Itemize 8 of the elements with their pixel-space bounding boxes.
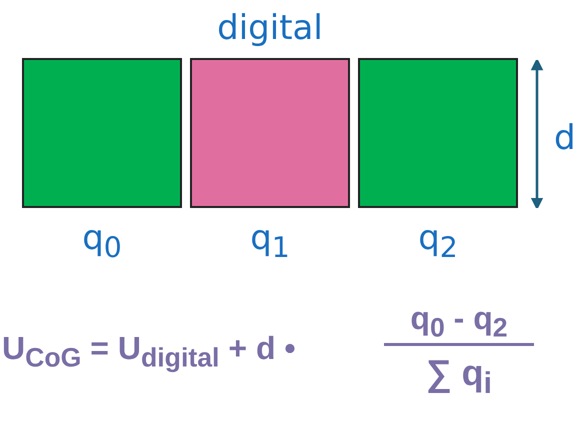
formula-denominator: ∑ q$_{i}$ [425,352,493,402]
formula-numerator: q$_{0}$ - q$_{2}$ [384,300,534,346]
tile-label: q$_{2}$ [417,218,459,264]
dimension-label: d [554,118,576,158]
formula-text: U$_{CoG}$ = U$_{digital}$ + d • [2,330,296,374]
tile-label: q$_{0}$ [81,218,123,264]
heading-label: digital [216,8,324,48]
tile-label: q$_{1}$ [249,218,291,264]
